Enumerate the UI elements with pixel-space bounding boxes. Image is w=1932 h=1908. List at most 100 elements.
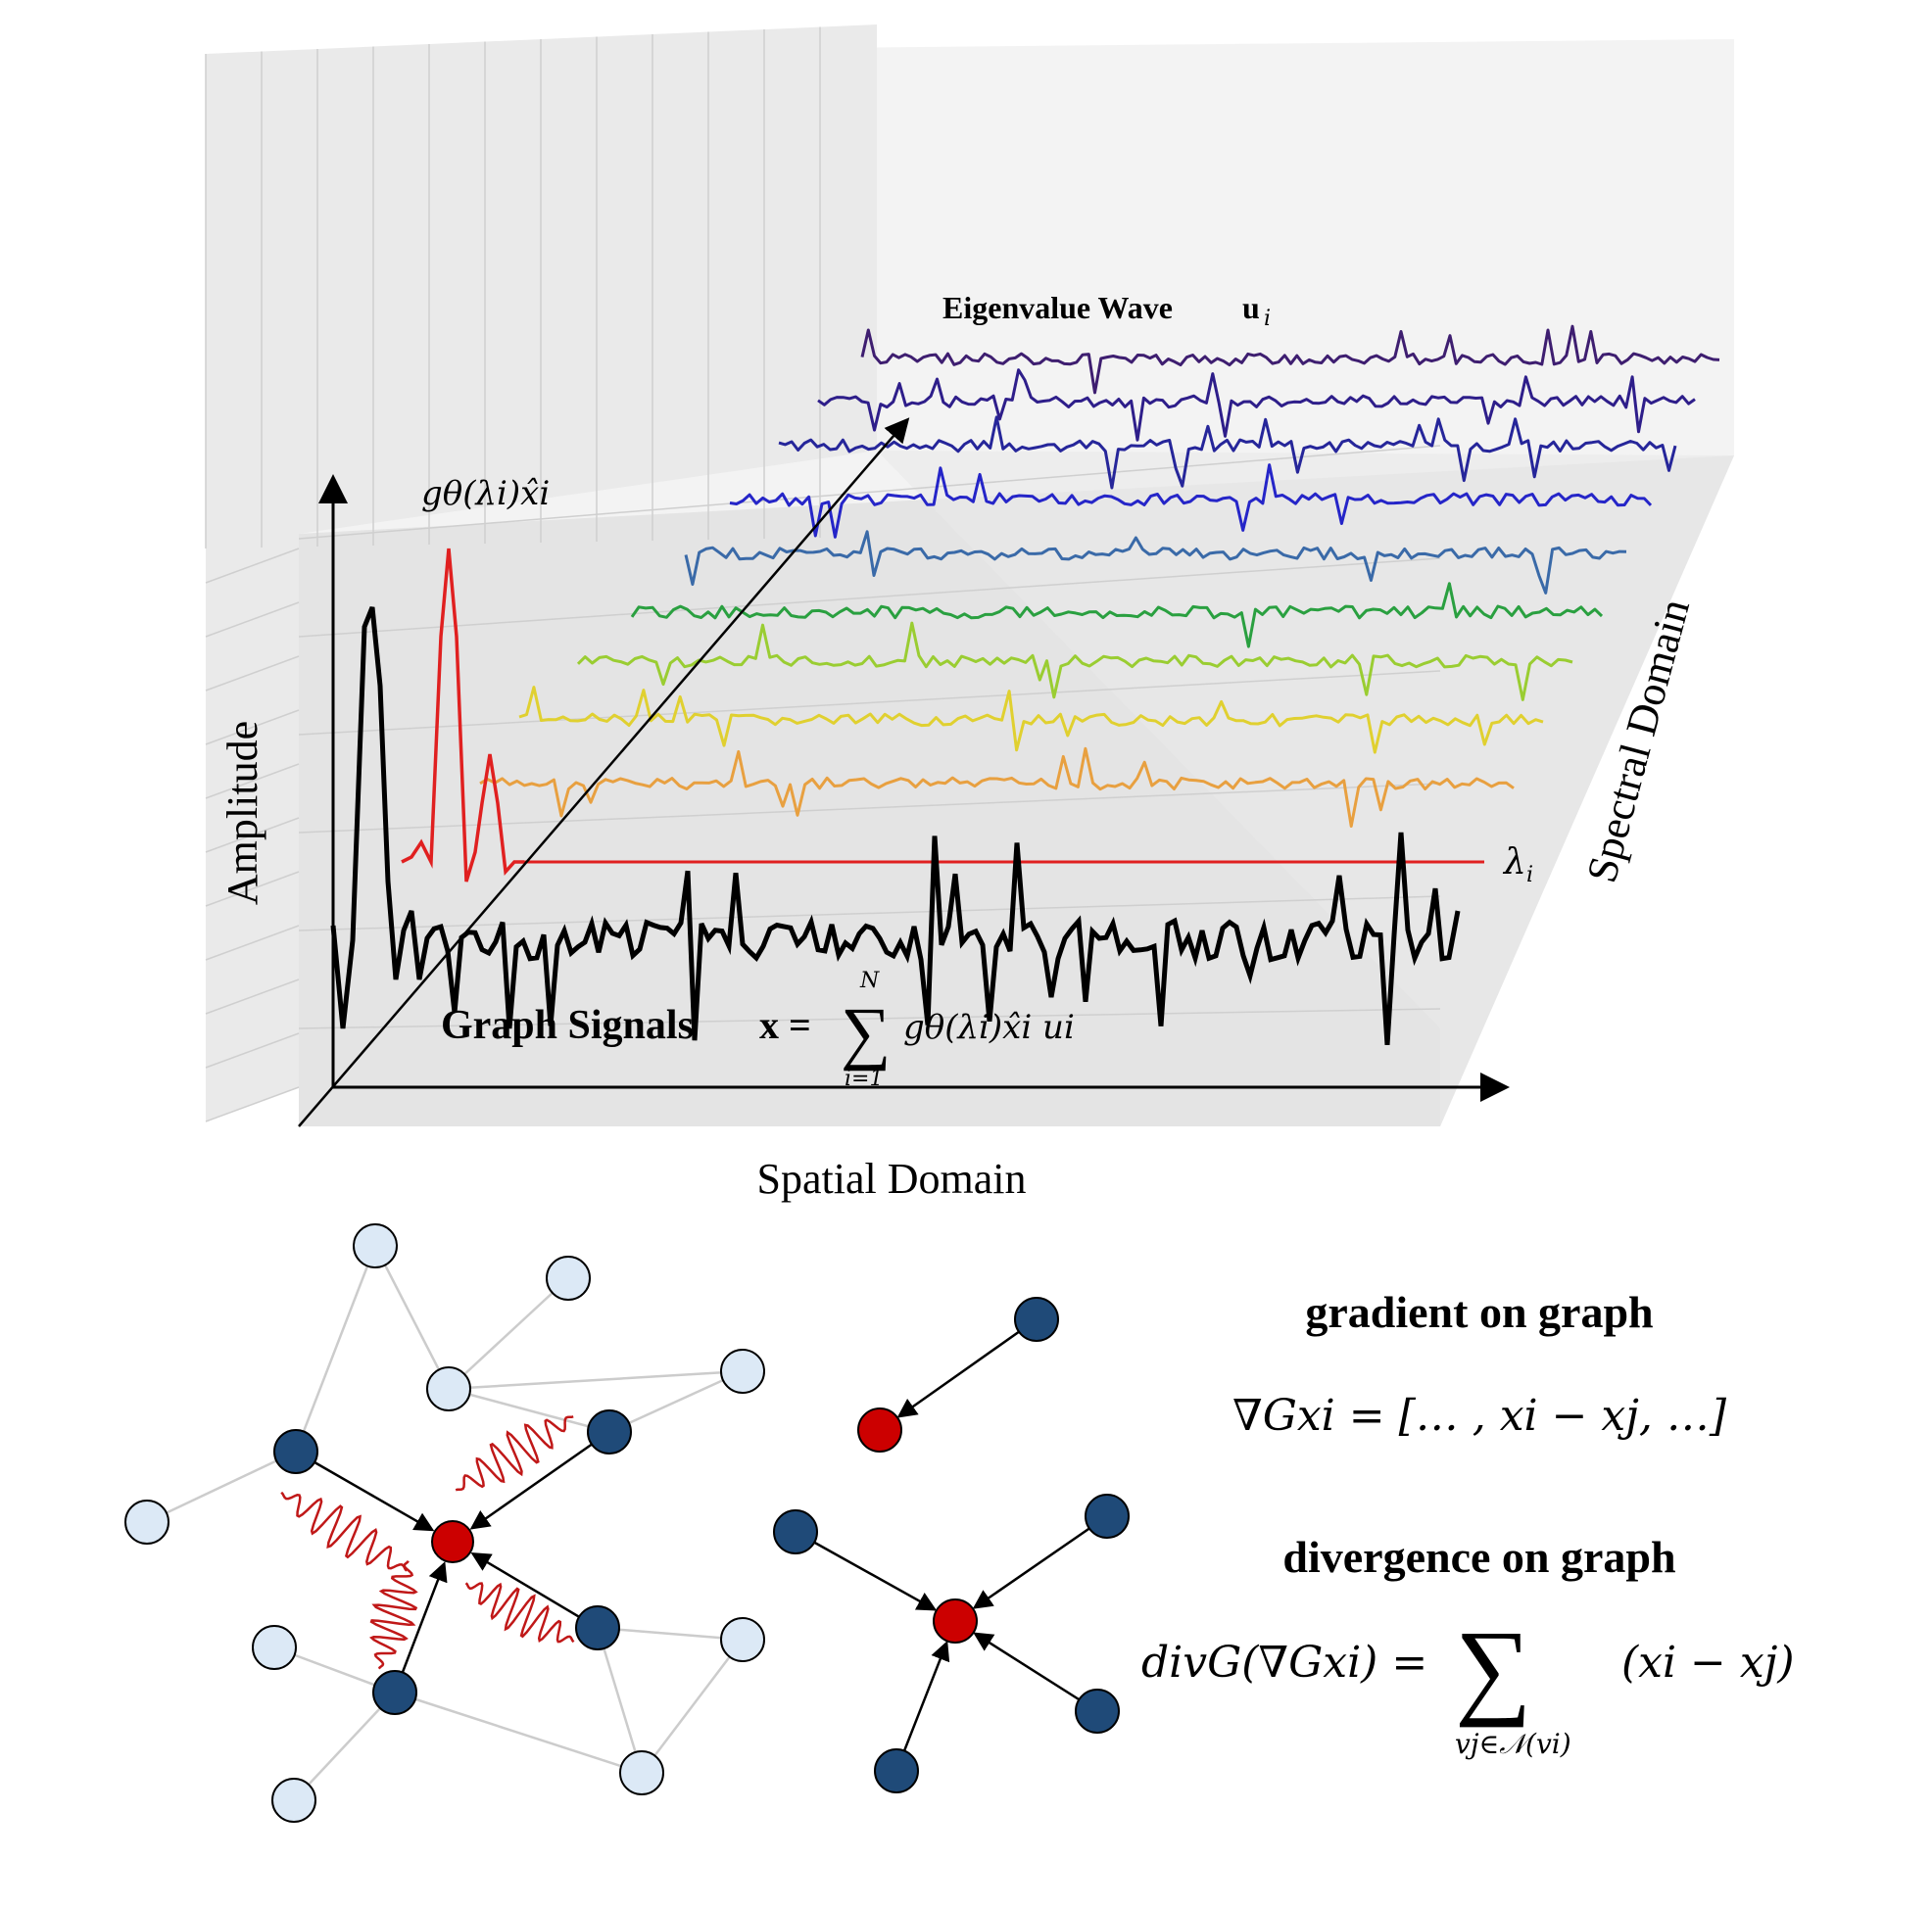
eigen-wave-5 [684,530,1627,595]
eigenvalue-waves [479,324,1720,828]
grid-line [298,670,1441,736]
graph-node [720,1349,765,1394]
grid-line [205,871,300,907]
lambda-symbol: λ [1502,842,1526,882]
graph-node [546,1256,591,1301]
eigen-wave-9 [860,324,1720,395]
spectral-3d-panel [205,24,1734,1126]
graph-edge [294,1245,377,1453]
graph-node [426,1366,471,1411]
eigenvalue-wave-label: Eigenvalue Wave u i [942,290,1271,331]
right-wall [877,451,1734,1126]
graph-signals-title: Graph Signals [441,1003,694,1048]
sum-bottom: i=1 [845,1067,883,1091]
graph-edge [448,1387,610,1434]
graph-signal-curve [330,606,1461,1045]
wavy-signal [455,1415,574,1492]
eigen-wave-6 [729,463,1653,539]
grid-line [205,655,300,692]
grid-line [205,709,300,745]
spectral-axis [298,417,910,1127]
eigen-wave-3 [576,621,1573,701]
divergence-title: divergence on graph [1282,1532,1675,1582]
graph-node [1014,1297,1059,1342]
graph-directed-edge [973,1632,1098,1713]
grid-line [205,1086,300,1122]
lambda-label: λ i [1502,842,1533,887]
graph-node [587,1409,632,1455]
graph-signals-lhs: x = [759,1003,811,1047]
divergence-lhs: divG(∇Gxi) = [1141,1638,1427,1688]
graph-node [252,1625,297,1670]
wavy-signal [464,1582,575,1644]
grid-line [298,783,1441,834]
graph-directed-edge [469,1430,610,1530]
grid-line [298,1008,1441,1029]
graph-edge [597,1626,744,1642]
divergence-rhs: (xi − xj) [1621,1638,1795,1688]
graph-directed-edge [795,1530,938,1611]
eigen-wave-1 [479,746,1515,828]
graph-edge [641,1639,744,1774]
eigen-wave-8 [817,368,1696,442]
gradient-expression: ∇Gxi = [… , xi − xj, …] [1232,1391,1727,1441]
graph-node [353,1223,398,1268]
graph-node [271,1778,316,1823]
wavy-signal [280,1491,409,1572]
eigen-wave-4 [630,582,1604,648]
grid-line [205,763,300,799]
grid-line [205,817,300,853]
graph-directed-edge [972,1514,1108,1609]
grid-line [205,548,300,584]
grid-line [205,925,300,961]
grid-line [205,978,300,1015]
graph-edge [448,1277,569,1390]
grid-lines [205,26,1441,1122]
gradient-title: gradient on graph [1305,1287,1653,1337]
graph-directed-edge [295,1450,435,1532]
center-node [431,1520,474,1563]
grid-line [298,895,1441,931]
eigen-wave-7 [778,415,1677,490]
graph-node [720,1617,765,1662]
center-node [933,1598,978,1644]
lambda-subscript: i [1526,863,1533,887]
graph-middle [773,1297,1130,1793]
graph-node [874,1748,919,1793]
graph-directed-edge [393,1561,448,1693]
graph-node [372,1670,417,1715]
graph-edge [448,1369,744,1391]
graph-edge [394,1691,643,1775]
wavy-signal [368,1560,418,1670]
graph-signals-equation: Graph Signals x = ∑ N i=1 gθ(λi)x̂i ui [441,969,1075,1091]
graph-edge [596,1627,644,1774]
graph-directed-edge [896,1317,1038,1418]
graph-edge [293,1692,396,1801]
graph-node [1085,1494,1130,1539]
sum-top: N [859,969,880,993]
filter-response-curve [401,548,524,882]
sum-sign: ∑ [841,993,891,1072]
grid-line [298,557,1441,638]
divergence-sum-bottom: vj∈𝒩(vi) [1455,1728,1571,1760]
graph-left [124,1223,765,1823]
graph-node [1075,1689,1120,1734]
amplitude-label: Amplitude [218,721,266,905]
graph-node [575,1605,620,1650]
graph-directed-edge [470,1551,599,1630]
eigen-title: Eigenvalue Wave [942,290,1173,325]
eigen-subscript: i [1264,307,1271,331]
graph-edge [146,1450,297,1524]
graph-edge [373,1245,451,1390]
graph-directed-edge [894,1641,950,1772]
formula-panel: gradient on graph ∇Gxi = [… , xi − xj, …… [1141,1287,1795,1760]
grid-line [298,445,1441,540]
graph-node [773,1509,818,1554]
spatial-domain-label: Spatial Domain [757,1155,1027,1203]
graph-node [273,1429,318,1474]
graph-node [124,1500,169,1545]
grid-line [205,601,300,638]
center-node [857,1407,902,1453]
divergence-sum-sign: ∑ [1455,1608,1531,1728]
